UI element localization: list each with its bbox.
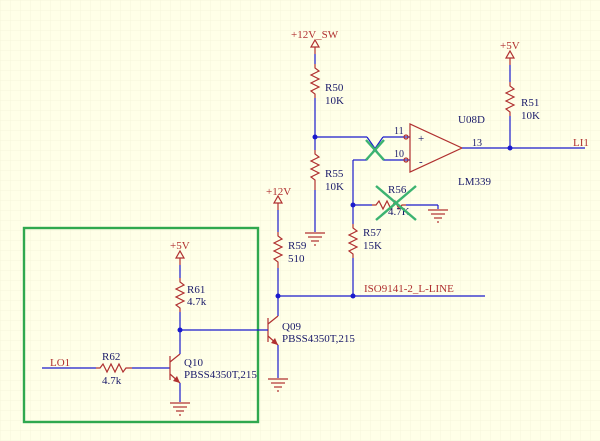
q09-part: PBSS4350T,215 (282, 333, 355, 345)
resistor-r59: R59 510 (272, 232, 307, 268)
dnp-cross-marker (375, 185, 417, 221)
swap-cross-marker (365, 139, 385, 161)
r62-ref: R62 (102, 351, 120, 363)
resistor-r56: R56 4.7K (372, 184, 410, 218)
net-kline: ISO9141-2_L-LINE (364, 283, 454, 295)
q10-part: PBSS4350T,215 (184, 369, 257, 381)
transistor-q10: Q10 PBSS4350T,215 (169, 353, 257, 384)
power-label-12v: +12V (266, 186, 291, 198)
r62-value: 4.7k (102, 375, 122, 387)
r51-ref: R51 (521, 97, 539, 109)
pin-13: 13 (472, 138, 482, 149)
transistor-q09: Q09 PBSS4350T,215 (267, 315, 355, 346)
resistor-r57: R57 15K (347, 224, 382, 258)
r61-ref: R61 (187, 284, 205, 296)
comparator-u08d: + - 11 10 13 U08D LM339 (394, 114, 492, 188)
pin-10: 10 (394, 149, 404, 160)
resistor-r55: R55 10K (309, 150, 344, 193)
power-label-5v-left: +5V (170, 240, 190, 252)
r61-value: 4.7k (187, 296, 207, 308)
power-5v-left: +5V (170, 240, 190, 265)
r57-value: 15K (363, 240, 382, 252)
net-lo1: LO1 (50, 357, 70, 369)
r51-value: 10K (521, 110, 540, 122)
power-label-5v-top: +5V (500, 40, 520, 52)
q09-ref: Q09 (282, 321, 301, 333)
r57-ref: R57 (363, 227, 382, 239)
net-li1: LI1 (573, 137, 589, 149)
comparator-plus-sign: + (418, 133, 424, 145)
power-12v-sw: +12V_SW (291, 29, 339, 54)
r55-value: 10K (325, 181, 344, 193)
r59-ref: R59 (288, 240, 307, 252)
power-5v-top: +5V (500, 40, 520, 65)
resistor-r62: R62 4.7k (96, 351, 132, 387)
power-12v: +12V (266, 186, 291, 210)
power-label-12v-sw: +12V_SW (291, 29, 339, 41)
r56-ref: R56 (388, 184, 407, 196)
ground-q10 (170, 402, 190, 416)
r59-value: 510 (288, 253, 305, 265)
r50-ref: R50 (325, 82, 344, 94)
comparator-part: LM339 (458, 176, 492, 188)
ground-r55 (305, 232, 325, 246)
highlight-box (22, 226, 260, 424)
resistor-r50: R50 10K (309, 64, 344, 107)
pin-11: 11 (394, 126, 404, 137)
ground-r56 (428, 209, 448, 223)
resistor-r51: R51 10K (504, 82, 540, 122)
q10-ref: Q10 (184, 357, 203, 369)
comparator-ref: U08D (458, 114, 485, 126)
r55-ref: R55 (325, 168, 344, 180)
r50-value: 10K (325, 95, 344, 107)
comparator-minus-sign: - (419, 156, 423, 168)
ground-q09 (268, 378, 288, 392)
resistor-r61: R61 4.7k (174, 278, 207, 312)
